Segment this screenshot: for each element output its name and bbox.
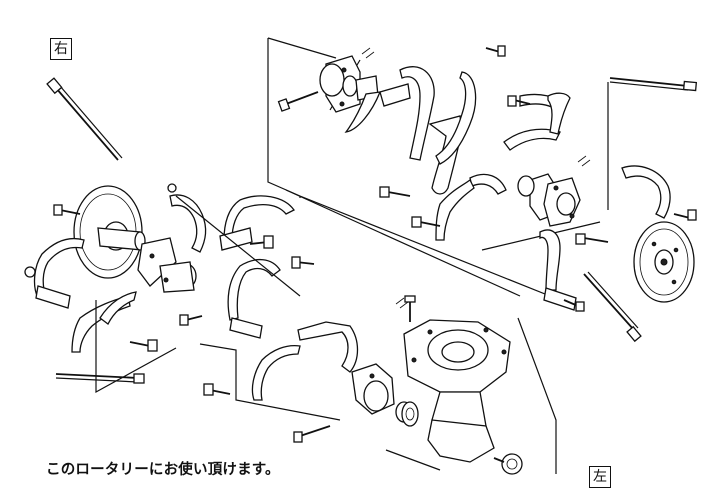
tine-left-side-a: [621, 165, 671, 219]
tine-middle-f: [435, 173, 507, 241]
bolt-center-1: [293, 425, 331, 443]
tine-right-side-f: [251, 344, 301, 401]
tine-left-side-b: [539, 229, 577, 311]
tine-right-side-e: [227, 259, 281, 339]
caption-text: このロータリーにお使い頂けます。: [46, 462, 280, 478]
tine-right-side-d: [71, 291, 137, 353]
bolt-left-4: [129, 339, 158, 352]
spring-washer-icon-2: [577, 155, 591, 167]
spring-washer-icon: [361, 47, 375, 59]
tine-center-a: [297, 321, 359, 373]
left-side-label: 左: [589, 466, 611, 488]
bolt-left-1: [53, 204, 81, 216]
assembly-frame-lines: [95, 189, 521, 421]
right-flange-assembly: [517, 173, 581, 227]
bolt-left-6: [203, 383, 231, 396]
bolt-right-1: [575, 233, 609, 245]
tine-upper-e: [503, 92, 571, 151]
bolt-mid-3: [507, 95, 531, 107]
bolt-right-3: [563, 299, 585, 312]
tine-upper-a: [344, 83, 411, 133]
upper-flange: [319, 55, 379, 113]
tine-upper-d: [435, 71, 477, 165]
shaft-pipe-right: [609, 77, 698, 92]
right-side-label: 右: [50, 38, 72, 60]
bolt-mid-1: [379, 186, 411, 198]
tine-right-side-c: [219, 195, 295, 251]
gearbox-top-bolt: [395, 295, 416, 322]
bolt-left-5: [291, 256, 315, 269]
hub-left: [97, 227, 197, 293]
bolt-left-2: [249, 235, 274, 249]
nut-left-1: [24, 183, 177, 278]
long-shaft-left: [46, 77, 123, 161]
bolt-upper-1: [277, 91, 319, 112]
tine-right-side-a: [33, 237, 85, 309]
gearbox-frame-lines: [385, 317, 557, 474]
tine-upper-b: [399, 66, 435, 161]
bolt-right-2: [673, 209, 697, 221]
gearbox-housing: [401, 319, 511, 463]
bolt-left-3: [179, 314, 203, 326]
bolt-mid-2: [411, 216, 441, 228]
shaft-pipe-lower-right: [583, 271, 642, 343]
side-disc-left: [633, 221, 695, 303]
gearbox-pinion: [493, 453, 523, 475]
tine-right-side-b: [169, 194, 207, 253]
bolt-upper-2: [485, 45, 506, 57]
shaft-pipe-lower-left: [55, 373, 145, 384]
